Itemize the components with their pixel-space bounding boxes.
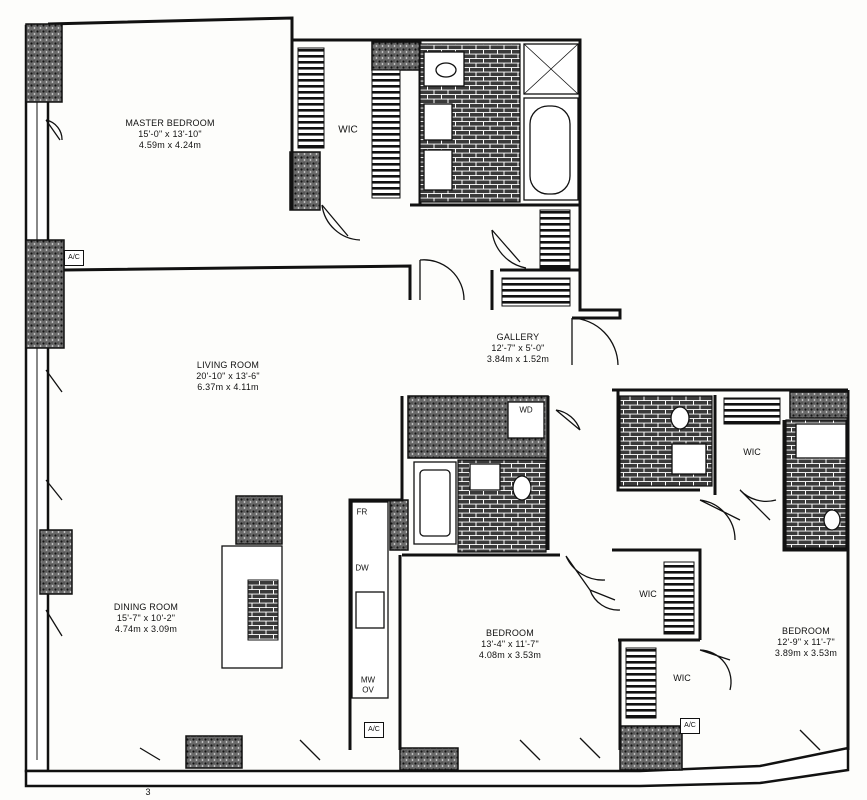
closet-shelving — [297, 47, 781, 719]
dining-room-dim-m: 4.74m x 3.09m — [114, 624, 178, 634]
master-bedroom-label: MASTER BEDROOM 15'-0" x 13'-10" 4.59m x … — [125, 118, 214, 151]
ac-unit-mid: A/C — [364, 722, 384, 738]
bedroom-right-dim-m: 3.89m x 3.53m — [774, 648, 838, 658]
bedroom-center-name: BEDROOM — [486, 628, 534, 638]
bedroom-center-dim-m: 4.08m x 3.53m — [478, 650, 542, 660]
living-room-dim-m: 6.37m x 4.11m — [197, 382, 259, 392]
ac-unit-left: A/C — [64, 250, 84, 266]
fridge-label: FR — [356, 507, 368, 517]
bathroom-center — [413, 401, 547, 553]
bathroom-right — [785, 419, 847, 549]
dining-room-label: DINING ROOM 15'-7" x 10'-2" 4.74m x 3.09… — [114, 602, 178, 635]
dining-room-dim-ft: 15'-7" x 10'-2" — [116, 613, 176, 623]
bedroom-center-dim-ft: 13'-4" x 11'-7" — [481, 639, 539, 649]
living-room-name: LIVING ROOM — [196, 360, 260, 370]
wic-master-label: WIC — [338, 124, 358, 136]
gallery-label: GALLERY 12'-7" x 5'-0" 3.84m x 1.52m — [487, 332, 549, 365]
bedroom-right-name: BEDROOM — [782, 626, 830, 636]
kitchen — [221, 501, 389, 699]
doors — [45, 119, 821, 761]
bedroom-right-label: BEDROOM 12'-9" x 11'-7" 3.89m x 3.53m — [775, 626, 837, 659]
columns — [25, 23, 849, 771]
oven-label: OV — [362, 685, 374, 695]
bedroom-right-dim-ft: 12'-9" x 11'-7" — [777, 637, 835, 647]
master-bedroom-dim-ft: 15'-0" x 13'-10" — [138, 129, 202, 139]
dining-room-name: DINING ROOM — [113, 602, 179, 612]
bathroom-right-left — [619, 395, 713, 487]
master-bedroom-name: MASTER BEDROOM — [125, 118, 215, 128]
wic-lower-label: WIC — [673, 673, 691, 683]
gallery-dim-m: 3.84m x 1.52m — [486, 354, 550, 364]
bathroom-master — [419, 43, 579, 203]
wic-center-label: WIC — [639, 589, 657, 599]
living-room-dim-ft: 20'-10" x 13'-6" — [196, 371, 260, 381]
microwave-label: MW — [360, 675, 376, 685]
living-room-label: LIVING ROOM 20'-10" x 13'-6" 6.37m x 4.1… — [196, 360, 260, 393]
master-bedroom-dim-m: 4.59m x 4.24m — [138, 140, 202, 150]
wic-right-upper-label: WIC — [743, 447, 761, 457]
dishwasher-label: DW — [355, 563, 369, 573]
washer-dryer-label: WD — [519, 405, 533, 415]
ac-unit-right: A/C — [680, 718, 700, 734]
gallery-dim-ft: 12'-7" x 5'-0" — [491, 343, 545, 353]
stray-mark: 3 — [145, 787, 151, 797]
bedroom-center-label: BEDROOM 13'-4" x 11'-7" 4.08m x 3.53m — [479, 628, 541, 661]
gallery-name: GALLERY — [496, 332, 540, 342]
